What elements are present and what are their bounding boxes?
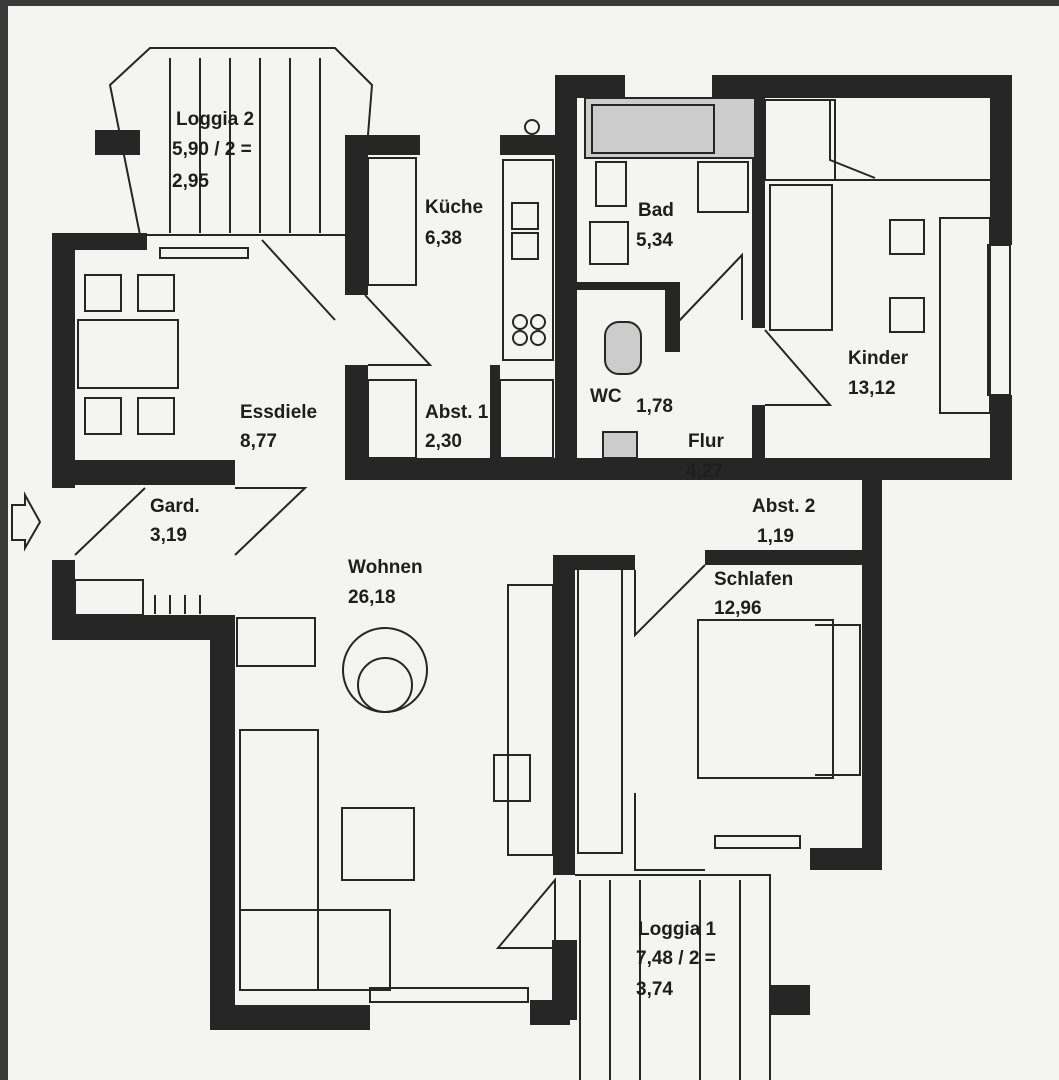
left-border: [0, 0, 8, 1080]
room-name: Gard.: [150, 496, 200, 517]
room-area: 4,27: [686, 461, 723, 482]
arrow-right-outline-icon: [11, 491, 42, 552]
room-area: 6,38: [425, 228, 462, 249]
room-area: 5,34: [636, 230, 673, 251]
room-name: Loggia 1: [638, 919, 717, 940]
room-area: 5,90 / 2 =: [172, 139, 252, 160]
room-area: 13,12: [848, 378, 896, 399]
room-area-half: 2,95: [172, 171, 209, 192]
room-name: Bad: [638, 200, 674, 221]
room-area: 7,48 / 2 =: [636, 948, 716, 969]
room-area: 3,19: [150, 525, 187, 546]
top-border: [0, 0, 1059, 6]
room-name: Wohnen: [348, 557, 423, 578]
room-area: 26,18: [348, 587, 396, 608]
room-name: WC: [590, 386, 622, 407]
room-name: Abst. 1: [425, 402, 489, 423]
room-area: 2,30: [425, 431, 462, 452]
fixtures: [11, 47, 1011, 1080]
room-name: Flur: [688, 431, 724, 452]
room-area: 8,77: [240, 431, 277, 452]
room-area: 1,19: [757, 526, 794, 547]
room-name: Abst. 2: [752, 496, 815, 517]
walls: [52, 75, 1012, 1030]
room-labels: Loggia 2 5,90 / 2 = 2,95 Küche 6,38 Bad …: [150, 109, 909, 1000]
room-area: 1,78: [636, 396, 673, 417]
room-name: Küche: [425, 197, 483, 218]
room-name: Essdiele: [240, 402, 317, 423]
room-area-half: 3,74: [636, 979, 673, 1000]
room-name: Schlafen: [714, 569, 793, 590]
room-name: Kinder: [848, 348, 909, 369]
room-area: 12,96: [714, 598, 762, 619]
room-name: Loggia 2: [176, 109, 254, 130]
